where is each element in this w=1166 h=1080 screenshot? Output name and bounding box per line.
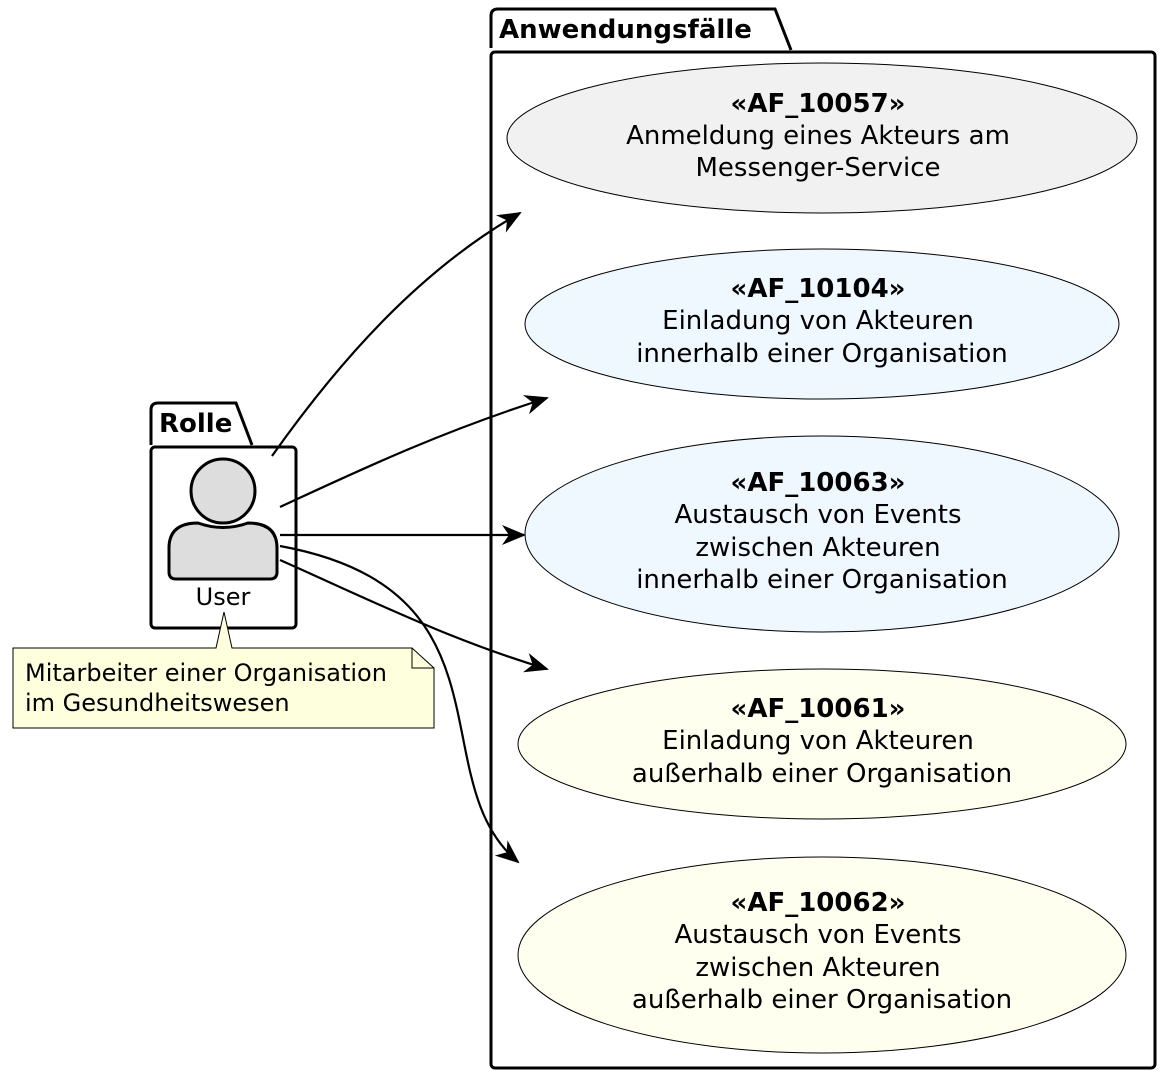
association-arrow-af-10061[interactable]	[279, 558, 549, 673]
use-case-af-10063[interactable]: «AF_10063» Austausch von Events zwischen…	[524, 435, 1120, 633]
use-case-label: außerhalb einer Organisation	[632, 759, 1012, 789]
use-case-af-10057[interactable]: «AF_10057» Anmeldung eines Akteurs am Me…	[506, 62, 1138, 214]
actors-package-title: Rolle	[159, 409, 232, 439]
use-case-label: Einladung von Akteuren	[662, 306, 974, 336]
association-arrow-af-10104[interactable]	[279, 395, 549, 508]
usecases-package-title: Anwendungsfälle	[499, 15, 752, 45]
actor-user[interactable]: User	[167, 457, 279, 611]
use-case-id: «AF_10062»	[731, 888, 906, 918]
use-case-label: Austausch von Events	[674, 920, 961, 950]
person-icon	[167, 457, 279, 581]
actors-package: Rolle	[149, 401, 298, 630]
use-case-af-10062[interactable]: «AF_10062» Austausch von Events zwischen…	[517, 856, 1127, 1054]
use-case-label: Messenger-Service	[696, 153, 941, 183]
use-case-id: «AF_10061»	[731, 694, 906, 724]
use-case-label: Anmeldung eines Akteurs am	[626, 121, 1010, 151]
use-case-id: «AF_10104»	[731, 274, 906, 304]
use-case-label: Austausch von Events	[674, 500, 961, 530]
association-arrow-af-10062[interactable]	[279, 544, 520, 864]
use-case-label: zwischen Akteuren	[695, 953, 940, 983]
actor-note: Mitarbeiter einer Organisation im Gesund…	[12, 611, 435, 729]
use-case-label: zwischen Akteuren	[695, 533, 940, 563]
note-line-1: Mitarbeiter einer Organisation	[25, 659, 387, 687]
association-arrow-af-10057[interactable]	[271, 212, 522, 457]
note-line-2: im Gesundheitswesen	[25, 689, 290, 717]
use-case-label: innerhalb einer Organisation	[636, 565, 1008, 595]
actor-label: User	[196, 583, 251, 611]
use-case-label: Einladung von Akteuren	[662, 726, 974, 756]
use-case-id: «AF_10063»	[731, 468, 906, 498]
use-case-label: innerhalb einer Organisation	[636, 339, 1008, 369]
usecases-package: Anwendungsfälle	[489, 7, 1157, 1070]
associations	[271, 212, 549, 864]
use-case-label: außerhalb einer Organisation	[632, 985, 1012, 1015]
use-case-af-10104[interactable]: «AF_10104» Einladung von Akteuren innerh…	[524, 248, 1120, 400]
use-case-id: «AF_10057»	[731, 89, 906, 119]
use-case-af-10061[interactable]: «AF_10061» Einladung von Akteuren außerh…	[517, 668, 1127, 820]
